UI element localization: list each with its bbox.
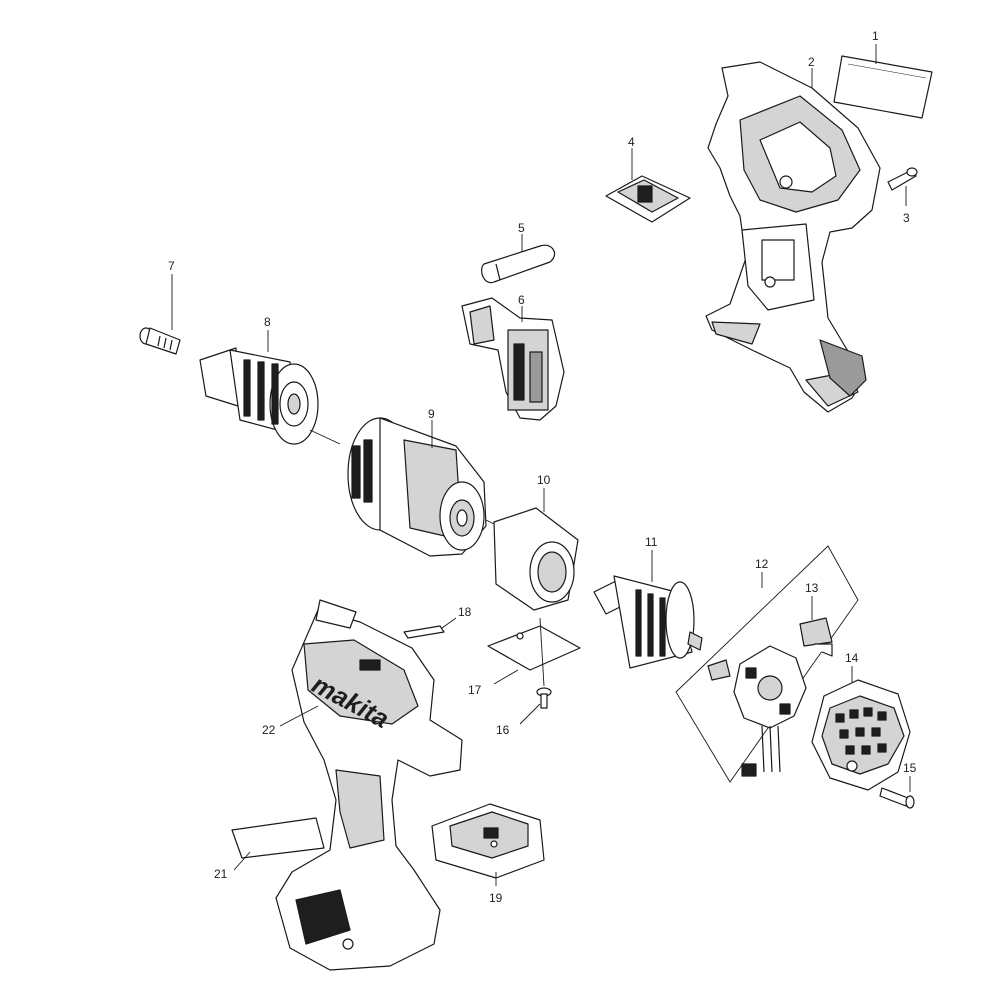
callout-10: 10 bbox=[537, 473, 551, 487]
part-19-terminal[interactable] bbox=[431, 803, 545, 879]
part-2-housing-right[interactable] bbox=[705, 61, 881, 413]
part-11-armature[interactable] bbox=[593, 575, 703, 669]
part-1-label-plate[interactable] bbox=[833, 55, 933, 119]
part-10-motor-yoke[interactable] bbox=[493, 507, 579, 611]
part-16-screw[interactable] bbox=[536, 687, 552, 709]
callout-15: 15 bbox=[903, 761, 917, 775]
callout-2: 2 bbox=[808, 55, 815, 69]
callout-4: 4 bbox=[628, 135, 635, 149]
callout-18: 18 bbox=[458, 605, 472, 619]
part-5-plunger[interactable] bbox=[481, 244, 555, 284]
part-6-switch[interactable] bbox=[461, 297, 565, 421]
callout-labels: 1 2 3 4 5 6 7 8 9 10 11 12 13 14 15 16 1… bbox=[168, 29, 917, 905]
callout-14: 14 bbox=[845, 651, 859, 665]
callout-16: 16 bbox=[496, 723, 510, 737]
part-12-brush-holder[interactable] bbox=[707, 645, 807, 777]
callout-21: 21 bbox=[214, 867, 228, 881]
part-21-label[interactable] bbox=[231, 817, 325, 859]
callout-12: 12 bbox=[755, 557, 769, 571]
callout-19: 19 bbox=[489, 891, 503, 905]
callout-1: 1 bbox=[872, 29, 879, 43]
part-22-housing-left[interactable] bbox=[275, 599, 463, 971]
part-4-switch-lever[interactable] bbox=[605, 175, 691, 223]
callout-7: 7 bbox=[168, 259, 175, 273]
callout-6: 6 bbox=[518, 293, 525, 307]
part-18-spring[interactable] bbox=[403, 625, 445, 639]
leader-lines bbox=[171, 44, 911, 886]
part-7-chuck-screw[interactable] bbox=[139, 327, 181, 355]
part-9-gear-assembly[interactable] bbox=[347, 417, 487, 557]
callout-8: 8 bbox=[264, 315, 271, 329]
part-13-carbon-brush[interactable] bbox=[799, 617, 833, 657]
callout-9: 9 bbox=[428, 407, 435, 421]
part-12-group-outline bbox=[675, 545, 859, 783]
part-14-rear-cover[interactable] bbox=[811, 679, 911, 791]
callout-11: 11 bbox=[645, 535, 658, 549]
callout-22: 22 bbox=[262, 723, 276, 737]
part-8-chuck[interactable] bbox=[199, 347, 319, 445]
callout-5: 5 bbox=[518, 221, 525, 235]
part-3-screw[interactable] bbox=[887, 167, 918, 191]
part-15-screw[interactable] bbox=[879, 787, 915, 809]
callout-13: 13 bbox=[805, 581, 819, 595]
callout-3: 3 bbox=[903, 211, 910, 225]
callout-17: 17 bbox=[468, 683, 482, 697]
part-17-plate[interactable] bbox=[487, 625, 581, 671]
